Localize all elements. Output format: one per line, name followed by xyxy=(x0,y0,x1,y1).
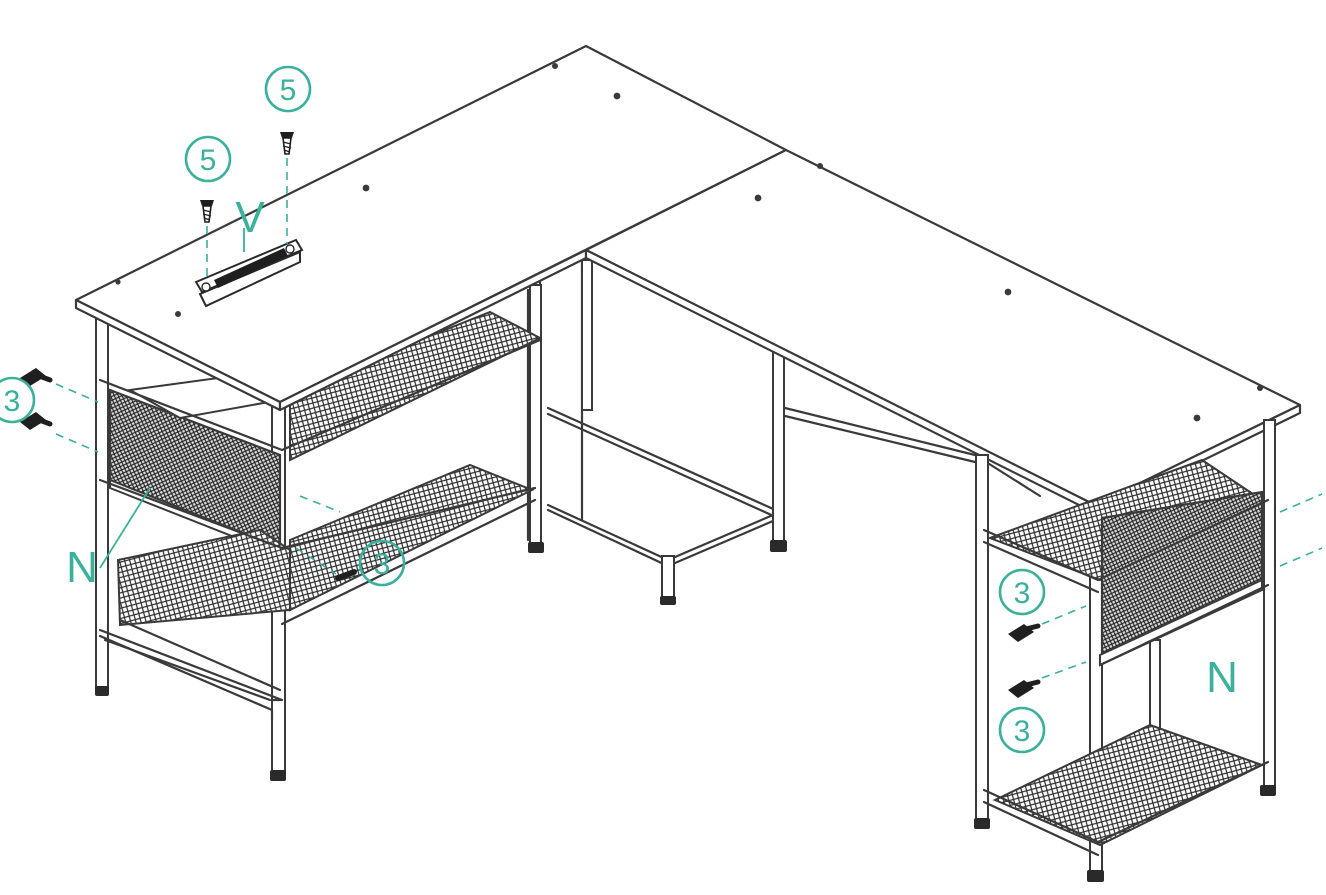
svg-text:5: 5 xyxy=(280,74,297,107)
callout-5-right: 5 xyxy=(264,65,312,113)
callout-3-far-left: 3 xyxy=(0,376,36,424)
right-mesh-drawer xyxy=(1100,490,1264,662)
center-rear-leg xyxy=(529,284,542,544)
callout-5-left: 5 xyxy=(184,135,232,183)
svg-text:3: 3 xyxy=(1014,715,1031,748)
callout-3-center: 3 xyxy=(358,539,406,587)
bottom-mesh-drawer xyxy=(116,528,291,627)
callout-3-right-lower: 3 xyxy=(998,706,1046,754)
svg-text:5: 5 xyxy=(200,144,217,177)
right-cabinet-section xyxy=(974,419,1276,882)
bolt-icon xyxy=(1008,493,1323,698)
part-label-n-right: N xyxy=(1206,653,1238,702)
bolt-icon xyxy=(295,495,357,581)
svg-text:3: 3 xyxy=(4,385,21,418)
svg-text:3: 3 xyxy=(1014,577,1031,610)
part-label-n-left: N xyxy=(66,543,98,592)
svg-text:3: 3 xyxy=(374,548,391,581)
center-foot-frame xyxy=(546,259,1042,605)
right-desktop-board xyxy=(584,148,1302,507)
desktop-top xyxy=(74,44,1302,515)
part-label-v: V xyxy=(235,193,265,242)
callout-3-right-upper: 3 xyxy=(998,568,1046,616)
mounting-bracket-icon xyxy=(194,238,304,308)
screw-icon xyxy=(280,132,294,244)
screw-icon xyxy=(200,200,214,282)
bolt-icon xyxy=(20,368,99,453)
leader-line xyxy=(99,487,151,569)
